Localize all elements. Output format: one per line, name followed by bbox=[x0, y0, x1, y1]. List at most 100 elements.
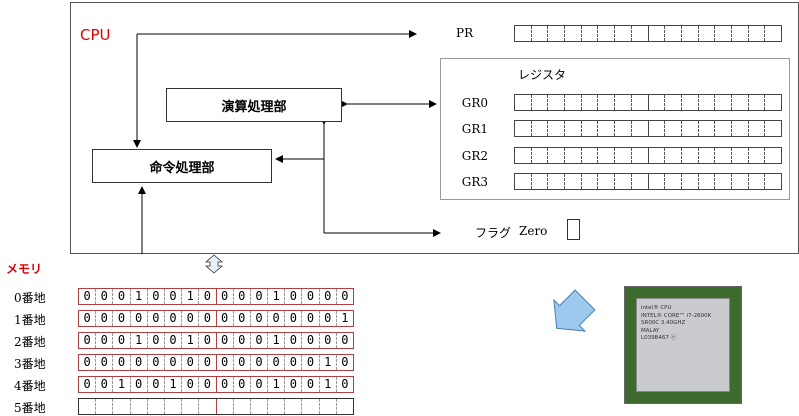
memory-bit bbox=[95, 399, 112, 414]
memory-bit bbox=[198, 399, 215, 414]
memory-bit bbox=[79, 399, 95, 414]
gr1-label: GR1 bbox=[461, 122, 488, 136]
gr2-register bbox=[514, 147, 782, 164]
memory-bit: 0 bbox=[215, 311, 233, 326]
memory-bit: 0 bbox=[146, 333, 164, 348]
memory-bit: 1 bbox=[163, 377, 181, 392]
memory-bit: 0 bbox=[198, 355, 215, 370]
memory-bit: 0 bbox=[284, 333, 301, 348]
gr3-register bbox=[514, 173, 782, 190]
control-unit-box: 命令処理部 bbox=[92, 149, 272, 183]
register-group bbox=[440, 58, 790, 200]
memory-title: メモリ bbox=[6, 262, 43, 276]
memory-bit bbox=[112, 399, 129, 414]
gr0-label: GR0 bbox=[461, 96, 488, 110]
memory-bit: 0 bbox=[198, 377, 215, 392]
memory-bit: 0 bbox=[112, 355, 129, 370]
memory-bit: 0 bbox=[301, 333, 318, 348]
memory-bit: 0 bbox=[181, 377, 198, 392]
memory-bit: 0 bbox=[318, 289, 336, 304]
memory-bit: 1 bbox=[267, 377, 284, 392]
memory-bit: 0 bbox=[146, 311, 164, 326]
flag-label: フラグ bbox=[475, 226, 512, 240]
registers-title: レジスタ bbox=[518, 68, 567, 82]
memory-address-label: 4番地 bbox=[14, 379, 46, 393]
memory-bit bbox=[232, 399, 250, 414]
memory-bit: 0 bbox=[267, 311, 284, 326]
memory-bit: 0 bbox=[146, 355, 164, 370]
memory-bit: 1 bbox=[181, 289, 198, 304]
memory-bit: 0 bbox=[301, 355, 318, 370]
memory-bit: 1 bbox=[267, 333, 284, 348]
memory-address-label: 2番地 bbox=[14, 335, 46, 349]
gr3-label: GR3 bbox=[461, 175, 488, 189]
memory-bit: 0 bbox=[335, 289, 353, 304]
memory-bit bbox=[284, 399, 301, 414]
memory-bit: 0 bbox=[215, 289, 233, 304]
memory-bit: 0 bbox=[198, 333, 215, 348]
memory-bit bbox=[215, 399, 233, 414]
memory-bit: 1 bbox=[129, 289, 147, 304]
memory-bit: 0 bbox=[146, 289, 164, 304]
memory-bit: 0 bbox=[83, 333, 91, 347]
memory-address-label: 3番地 bbox=[14, 357, 46, 371]
memory-bit: 0 bbox=[129, 311, 147, 326]
memory-bit: 0 bbox=[232, 333, 250, 348]
memory-bit bbox=[301, 399, 318, 414]
memory-bit: 0 bbox=[232, 289, 250, 304]
memory-bit: 0 bbox=[284, 355, 301, 370]
memory-bit: 0 bbox=[83, 311, 91, 325]
memory-bit: 0 bbox=[83, 355, 91, 369]
memory-bit: 0 bbox=[284, 311, 301, 326]
memory-bit: 0 bbox=[112, 333, 129, 348]
memory-bit: 0 bbox=[95, 377, 112, 392]
memory-bit: 0 bbox=[232, 311, 250, 326]
memory-bit: 0 bbox=[146, 377, 164, 392]
memory-bit: 0 bbox=[95, 355, 112, 370]
memory-bit: 0 bbox=[232, 355, 250, 370]
memory-bit: 1 bbox=[318, 355, 336, 370]
memory-bit: 0 bbox=[163, 333, 181, 348]
memory-bit: 0 bbox=[215, 377, 233, 392]
memory-bit: 0 bbox=[232, 377, 250, 392]
memory-row bbox=[78, 398, 354, 415]
memory-bit: 1 bbox=[181, 333, 198, 348]
memory-bit: 0 bbox=[129, 377, 147, 392]
memory-bit: 1 bbox=[112, 377, 129, 392]
memory-bit: 0 bbox=[95, 333, 112, 348]
memory-bit bbox=[267, 399, 284, 414]
memory-bit: 0 bbox=[198, 311, 215, 326]
memory-bit: 0 bbox=[163, 289, 181, 304]
memory-bit: 0 bbox=[249, 377, 267, 392]
memory-bit: 0 bbox=[249, 311, 267, 326]
memory-address-label: 1番地 bbox=[14, 313, 46, 327]
memory-bit bbox=[318, 399, 336, 414]
memory-bit: 0 bbox=[335, 333, 353, 348]
memory-bit: 0 bbox=[163, 311, 181, 326]
memory-bit: 0 bbox=[215, 333, 233, 348]
cpu-chip-marking: intel® CPU INTEL® CORE™ i7-2600K SR00C 3… bbox=[641, 305, 712, 341]
memory-bit: 0 bbox=[112, 311, 129, 326]
memory-bit bbox=[129, 399, 147, 414]
memory-bit bbox=[249, 399, 267, 414]
memory-bit: 0 bbox=[249, 333, 267, 348]
zero-flag-box bbox=[567, 219, 580, 240]
memory-bit: 0 bbox=[318, 311, 336, 326]
memory-bit: 1 bbox=[129, 333, 147, 348]
cpu-chip-heatspreader bbox=[636, 298, 730, 392]
memory-bit: 0 bbox=[249, 289, 267, 304]
memory-bit: 0 bbox=[284, 377, 301, 392]
memory-bit bbox=[335, 399, 353, 414]
memory-bit: 0 bbox=[83, 289, 91, 303]
memory-bit: 0 bbox=[301, 311, 318, 326]
memory-bit: 0 bbox=[95, 289, 112, 304]
memory-bit: 0 bbox=[112, 289, 129, 304]
memory-bit: 0 bbox=[284, 289, 301, 304]
cpu-label: CPU bbox=[80, 26, 111, 44]
memory-bit: 0 bbox=[318, 333, 336, 348]
